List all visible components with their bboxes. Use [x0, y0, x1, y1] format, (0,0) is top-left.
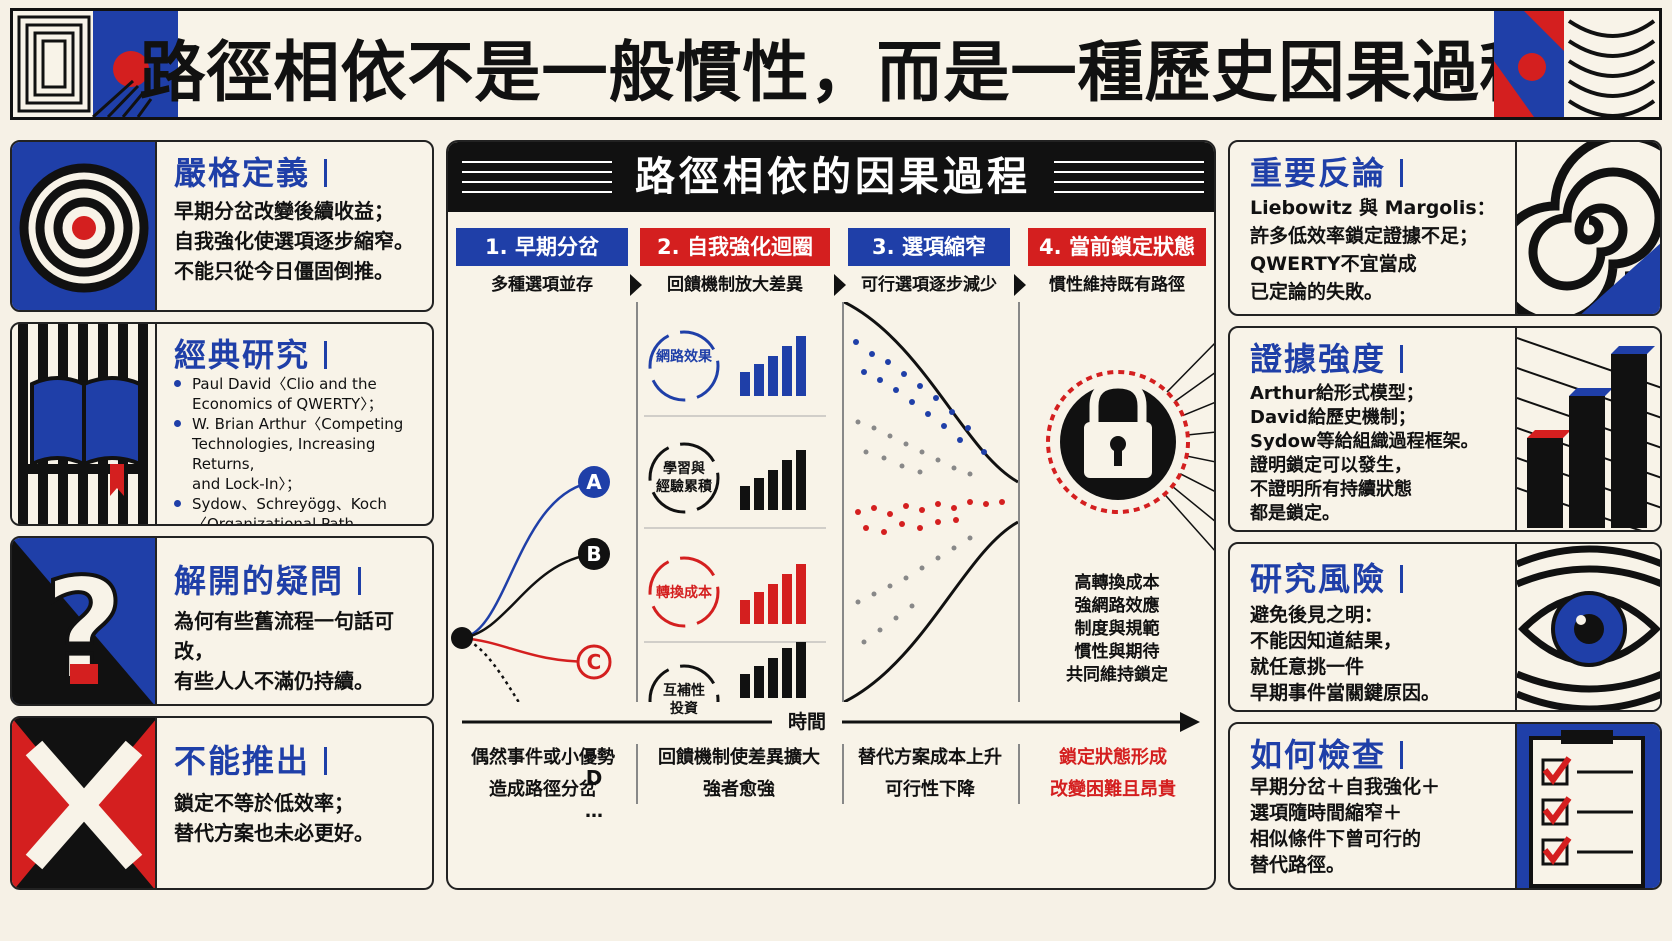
card-resolved-questions: ? 解開的疑問 為何有些舊流程一句話可改， 有些人人不滿仍持續。: [10, 536, 434, 706]
card-heading: 解開的疑問: [174, 556, 361, 602]
reinforcing-loops: [644, 330, 826, 702]
bottom-caption: 替代方案成本上升 可行性下降: [858, 747, 1002, 800]
card-heading: 嚴格定義: [174, 148, 327, 194]
card-body: Liebowitz 與 Margolis： 許多低效率鎖定證據不足； QWERT…: [1250, 197, 1496, 303]
card-body: Arthur給形式模型； David給歷史機制； Sydow等給組織過程框架。 …: [1250, 383, 1479, 524]
causal-process-panel: 路徑相依的因果過程 1. 早期分岔 2. 自我強化迴圈 3. 選項縮窄 4. 當…: [446, 140, 1216, 890]
stage-3-label: 3. 選項縮窄: [848, 228, 1010, 266]
title-banner: 路徑相依不是一般慣性，而是一種歷史因果過程: [10, 8, 1662, 120]
card-heading: 如何檢查: [1250, 730, 1403, 776]
arrow-right-icon: [630, 274, 642, 296]
loop-label: 學習與 經驗累積: [656, 461, 712, 495]
arrow-right-icon: [1014, 274, 1026, 296]
book-icon: [12, 324, 157, 524]
column-divider: [636, 302, 638, 702]
panel-title: 路徑相依的因果過程: [635, 154, 1031, 200]
list-item: Sydow、Schreyögg、Koch 〈Organizational Pat…: [174, 494, 432, 524]
card-body: 為何有些舊流程一句話可改， 有些人人不滿仍持續。: [174, 609, 394, 693]
card-heading: 研究風險: [1250, 554, 1403, 600]
stage-2-sub: 回饋機制放大差異: [667, 275, 803, 295]
page-title: 路徑相依不是一般慣性，而是一種歷史因果過程: [139, 34, 1547, 111]
card-strict-definition: 嚴格定義 早期分岔改變後續收益； 自我強化使選項逐步縮窄。 不能只從今日僵固倒推…: [10, 140, 434, 312]
title-left-decoration: [13, 11, 178, 117]
card-heading: 證據強度: [1250, 334, 1403, 380]
column-divider: [1018, 302, 1020, 702]
card-classic-research: 經典研究 Paul David〈Clio and the Economics o…: [10, 322, 434, 526]
title-right-decoration: [1494, 11, 1659, 117]
column-divider: [636, 744, 638, 804]
branch-label: A: [586, 470, 602, 494]
loop-label: 互補性 投資: [663, 683, 705, 717]
card-research-risk: 研究風險 避免後見之明： 不能因知道結果， 就任意挑一件 早期事件當關鍵原因。: [1228, 542, 1662, 712]
card-body: 早期分岔改變後續收益； 自我強化使選項逐步縮窄。 不能只從今日僵固倒推。: [174, 199, 414, 283]
lock-factor: 慣性與期待: [1074, 642, 1160, 662]
card-heading: 不能推出: [174, 736, 327, 782]
card-heading: 經典研究: [174, 330, 327, 376]
branching-diagram: [451, 466, 612, 702]
stage-1-sub: 多種選項並存: [491, 275, 593, 295]
lock-factors: 高轉換成本 強網路效應 制度與規範 慣性與期待 共同維持鎖定: [1028, 572, 1206, 687]
stage-4-sub: 慣性維持既有路徑: [1049, 275, 1185, 295]
checklist-icon: [1515, 724, 1660, 888]
card-how-to-check: 如何檢查 早期分岔＋自我強化＋ 選項隨時間縮窄＋ 相似條件下曾可行的 替代路徑。: [1228, 722, 1662, 890]
list-item: Paul David〈Clio and the Economics of QWE…: [174, 374, 432, 414]
question-icon: ?: [12, 538, 157, 704]
narrowing-funnel: [844, 302, 1018, 702]
stage-2-label: 2. 自我強化迴圈: [640, 228, 830, 266]
stage-3-sub: 可行選項逐步減少: [861, 275, 997, 295]
bar-blocks-icon: [1515, 328, 1660, 530]
lock-icon: [1046, 342, 1214, 551]
lock-factor: 強網路效應: [1074, 596, 1160, 616]
lock-factor: 共同維持鎖定: [1066, 665, 1168, 685]
loop-label: 網路效果: [656, 349, 712, 365]
card-cannot-infer: 不能推出 鎖定不等於低效率； 替代方案也未必更好。: [10, 716, 434, 890]
branch-ellipsis: …: [585, 801, 603, 822]
card-evidence-strength: 證據強度 Arthur給形式模型； David給歷史機制； Sydow等給組織過…: [1228, 326, 1662, 532]
card-body: 鎖定不等於低效率； 替代方案也未必更好。: [174, 791, 374, 845]
card-body: 避免後見之明： 不能因知道結果， 就任意挑一件 早期事件當關鍵原因。: [1250, 604, 1441, 704]
branch-label: B: [586, 542, 602, 566]
column-divider: [842, 744, 844, 804]
column-divider: [842, 302, 844, 702]
bottom-caption: 鎖定狀態形成 改變困難且昂貴: [1050, 747, 1176, 800]
stage-4-label: 4. 當前鎖定狀態: [1028, 228, 1206, 266]
lock-factor: 高轉換成本: [1074, 573, 1160, 593]
card-heading: 重要反論: [1250, 148, 1403, 194]
target-icon: [12, 142, 157, 310]
panel-header: 路徑相依的因果過程: [448, 142, 1214, 212]
branch-label: C: [586, 650, 602, 674]
loop-label: 轉換成本: [656, 585, 712, 601]
time-arrow: [462, 712, 1200, 732]
stage-1-label: 1. 早期分岔: [456, 228, 628, 266]
time-label: 時間: [787, 711, 826, 733]
branch-label: D: [585, 766, 603, 790]
list-item: W. Brian Arthur〈Competing Technologies, …: [174, 414, 432, 494]
bottom-caption: 偶然事件或小優勢 造成路徑分岔: [471, 747, 615, 800]
lock-factor: 制度與規範: [1074, 619, 1160, 639]
column-divider: [1018, 744, 1020, 804]
x-icon: [12, 718, 157, 888]
card-key-counterargument: 重要反論 Liebowitz 與 Margolis： 許多低效率鎖定證據不足； …: [1228, 140, 1662, 316]
card-body: 早期分岔＋自我強化＋ 選項隨時間縮窄＋ 相似條件下曾可行的 替代路徑。: [1250, 776, 1441, 876]
eye-icon: [1515, 544, 1660, 710]
bottom-caption: 回饋機制使差異擴大 強者愈強: [658, 747, 820, 800]
arrow-right-icon: [834, 274, 846, 296]
card-list: Paul David〈Clio and the Economics of QWE…: [174, 374, 432, 524]
spiral-icon: [1515, 142, 1660, 314]
